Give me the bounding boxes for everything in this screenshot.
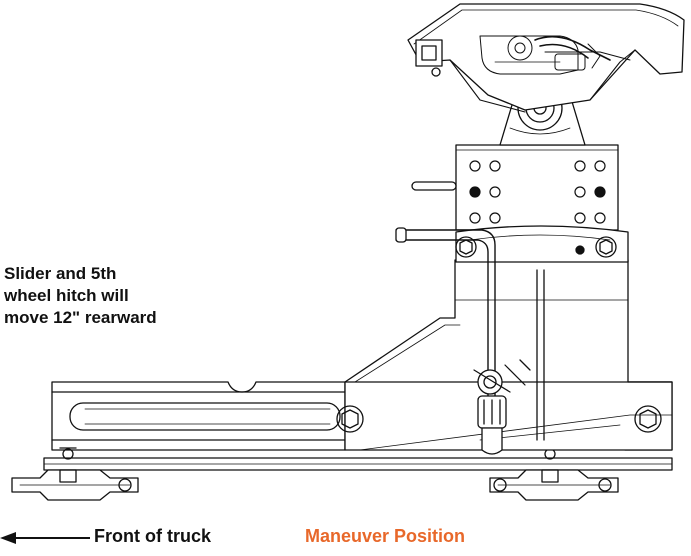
jaw-mechanism — [479, 35, 631, 75]
base-rail — [51, 381, 673, 451]
latch-assembly — [473, 359, 531, 455]
release-handle — [395, 227, 545, 441]
frame-bolt-right — [634, 405, 662, 433]
maneuver-position-label: Maneuver Position — [305, 526, 466, 546]
right-rail-leg — [489, 447, 619, 501]
annotation-line-3: move 12" rearward — [4, 308, 157, 327]
upright-post — [411, 144, 619, 231]
annotation-line-2: wheel hitch will — [4, 286, 129, 305]
front-of-truck-label: Front of truck — [94, 526, 211, 546]
movement-annotation: Slider and 5th wheel hitch will move 12"… — [4, 263, 234, 329]
slider-side-plate — [336, 259, 673, 451]
annotation-line-1: Slider and 5th — [4, 264, 117, 283]
mounting-plate — [43, 457, 673, 471]
left-rail-leg — [11, 447, 139, 501]
fifth-wheel-head — [407, 3, 685, 113]
clamp-bracket — [455, 225, 629, 263]
frame-bolt-left — [336, 405, 364, 433]
left-arrow-icon — [0, 532, 90, 544]
adjustment-holes — [469, 160, 606, 224]
